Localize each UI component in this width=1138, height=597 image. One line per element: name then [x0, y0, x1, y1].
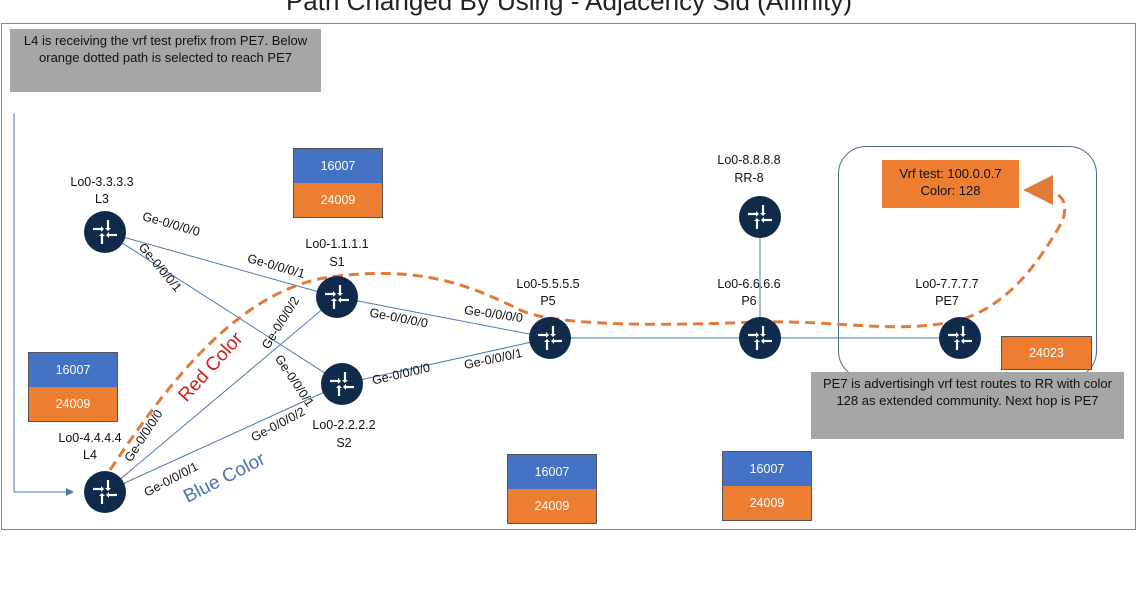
label-stack-p5: 16007 24009: [507, 454, 597, 524]
l3-name: L3: [95, 192, 109, 206]
s1-name: S1: [329, 255, 344, 269]
router-s2-icon[interactable]: [319, 361, 365, 407]
note-bottom-right: PE7 is advertisingh vrf test routes to R…: [811, 372, 1124, 439]
router-s1-icon[interactable]: [314, 274, 360, 320]
link-l4-s2: [104, 383, 343, 493]
if-s1-l3: Ge-0/0/0/1: [246, 251, 307, 281]
l4-name: L4: [83, 448, 97, 462]
if-s2-p5: Ge-0/0/0/0: [371, 361, 432, 388]
if-l4-s1: Ge-0/0/0/0: [122, 407, 166, 464]
blue-path-label: Blue Color: [180, 448, 269, 507]
label-l4-top: 16007: [29, 353, 117, 387]
label-p6-top: 16007: [723, 452, 811, 486]
p6-loopback: Lo0-6.6.6.6: [717, 277, 780, 291]
s1-loopback: Lo0-1.1.1.1: [305, 237, 368, 251]
router-rr8-icon[interactable]: [737, 194, 783, 240]
s2-loopback: Lo0-2.2.2.2: [312, 418, 375, 432]
left-bracket-arrow: [13, 113, 74, 496]
if-s1-l4: Ge-0/0/0/2: [259, 294, 302, 352]
if-l3-s2: Ge-0/0/0/1: [136, 240, 185, 294]
if-p5-s2: Ge-0/0/0/1: [463, 346, 524, 372]
diagram-title: Path Changed By Using - Adjacency Sid (A…: [285, 0, 853, 16]
label-p6-bottom: 24009: [723, 486, 811, 520]
s2-name: S2: [336, 436, 351, 450]
link-s2-p5: [341, 337, 551, 385]
link-s1-p5: [336, 296, 551, 339]
label-l4-bottom: 24009: [29, 387, 117, 421]
vrf-line-1: Vrf test: 100.0.0.7: [899, 166, 1002, 181]
label-stack-p6: 16007 24009: [722, 451, 812, 521]
if-p5-s1: Ge-0/0/0/0: [463, 303, 523, 325]
label-s1-bottom: 24009: [294, 183, 382, 217]
label-p5-top: 16007: [508, 455, 596, 489]
p5-loopback: Lo0-5.5.5.5: [516, 277, 579, 291]
note-top-left: L4 is receiving the vrf test prefix from…: [10, 29, 321, 92]
label-stack-l4: 16007 24009: [28, 352, 118, 422]
link-l4-s1: [104, 296, 338, 493]
vrf-line-2: Color: 128: [920, 183, 981, 198]
pe7-name: PE7: [935, 294, 959, 308]
router-pe7-icon[interactable]: [937, 315, 983, 361]
if-l3-s1: Ge-0/0/0/0: [141, 209, 202, 239]
red-path-label: Red Color: [174, 328, 247, 406]
label-stack-s1: 16007 24009: [293, 148, 383, 218]
orange-dotted-path: [108, 175, 1067, 471]
pe7-loopback: Lo0-7.7.7.7: [915, 277, 978, 291]
p5-name: P5: [540, 294, 555, 308]
router-l4-icon[interactable]: [82, 469, 128, 515]
link-l3-s1: [104, 231, 338, 298]
diagram-frame: [1, 23, 1136, 530]
vrf-test-box: Vrf test: 100.0.0.7 Color: 128: [882, 160, 1019, 208]
if-s2-l4: Ge-0/0/0/2: [249, 404, 308, 444]
rr8-loopback: Lo0-8.8.8.8: [717, 153, 780, 167]
label-p5-bottom: 24009: [508, 489, 596, 523]
l3-loopback: Lo0-3.3.3.3: [70, 175, 133, 189]
l4-loopback: Lo0-4.4.4.4: [58, 431, 121, 445]
label-pe7: 24023: [1001, 336, 1092, 370]
rr8-name: RR-8: [734, 171, 763, 185]
label-s1-top: 16007: [294, 149, 382, 183]
link-l3-s2: [104, 231, 343, 385]
router-p6-icon[interactable]: [737, 315, 783, 361]
router-p5-icon[interactable]: [527, 315, 573, 361]
if-s2-l3: Ge-0/0/0/1: [272, 352, 317, 409]
router-l3-icon[interactable]: [82, 209, 128, 255]
p6-name: P6: [741, 294, 756, 308]
